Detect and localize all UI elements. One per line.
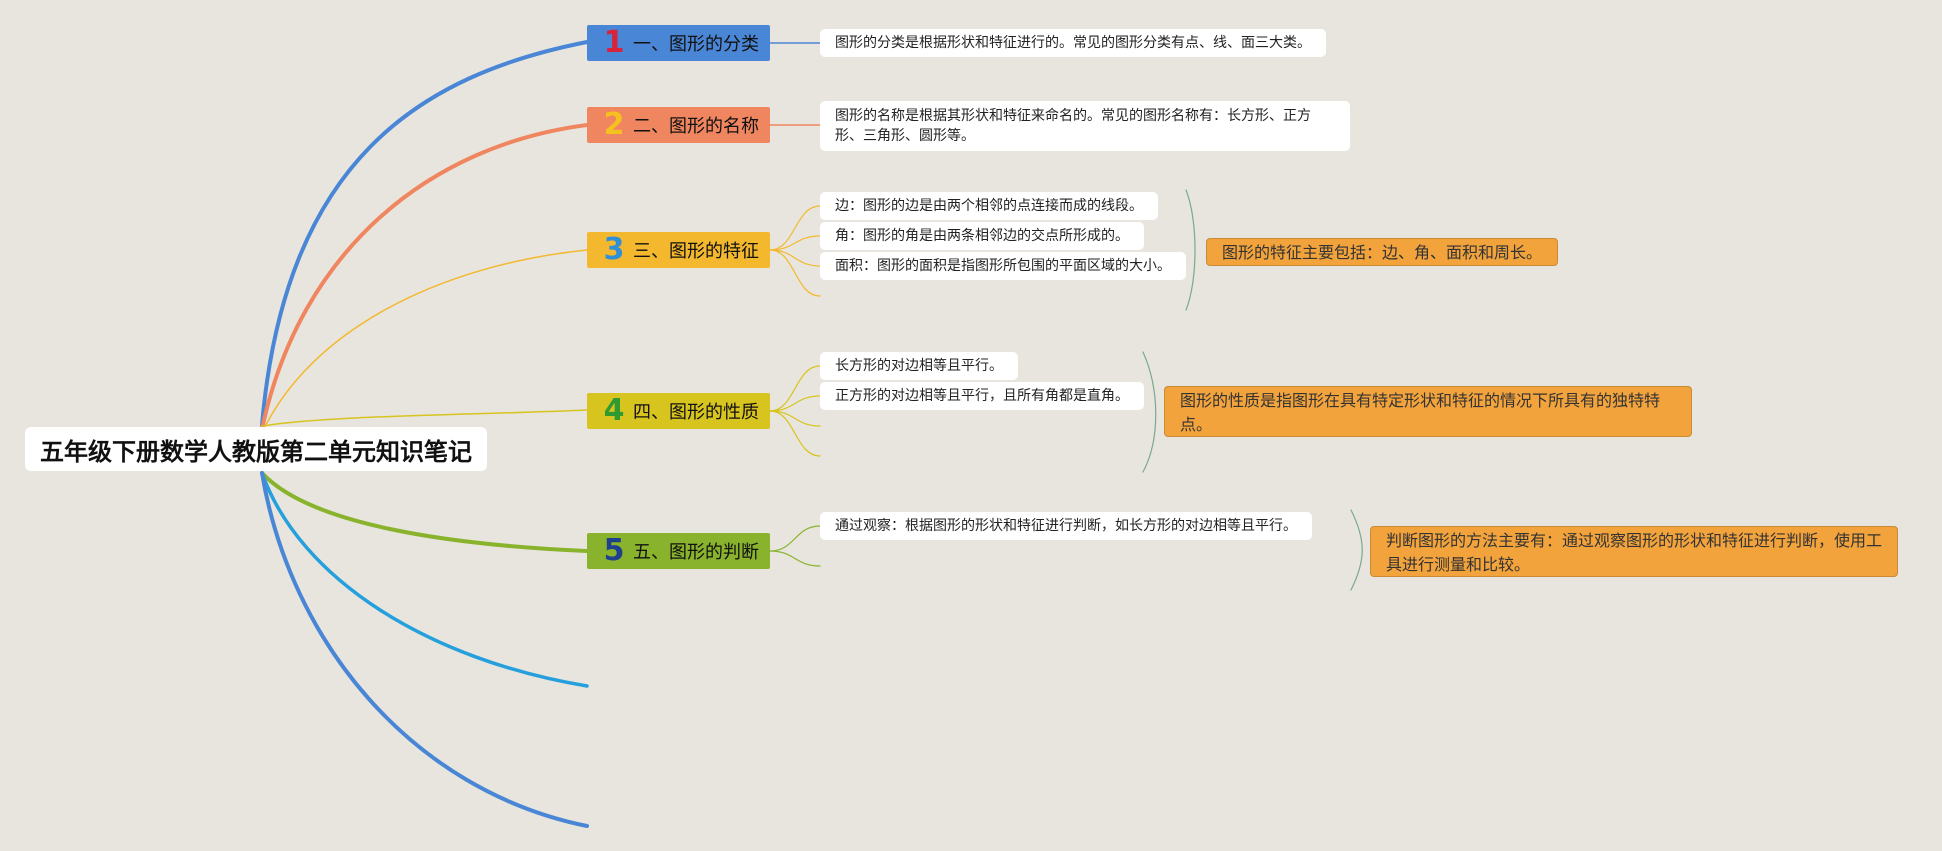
branch-line: [261, 409, 588, 427]
note-connector: [769, 249, 821, 297]
branch-line: [260, 40, 589, 427]
branch-properties[interactable]: 4 四、图形的性质: [587, 393, 770, 429]
branch-label: 一、图形的分类: [633, 34, 759, 55]
branch-judgement[interactable]: 5 五、图形的判断: [587, 533, 770, 569]
note-connector: [769, 235, 821, 251]
note-property-rectangle[interactable]: 长方形的对边相等且平行。: [820, 352, 1018, 380]
note-connector: [769, 410, 821, 427]
note-feature-area[interactable]: 面积：图形的面积是指图形所包围的平面区域的大小。: [820, 252, 1186, 280]
note-connector: [769, 395, 821, 412]
summary-judgement[interactable]: 判断图形的方法主要有：通过观察图形的形状和特征进行判断，使用工具进行测量和比较。: [1370, 526, 1898, 577]
branch-line: [260, 123, 589, 431]
summary-bracket: [1142, 351, 1157, 473]
note-feature-angle[interactable]: 角：图形的角是由两条相邻边的交点所形成的。: [820, 222, 1144, 250]
branch-number: 5: [603, 533, 625, 568]
note-connector: [769, 525, 821, 552]
summary-properties[interactable]: 图形的性质是指图形在具有特定形状和特征的情况下所具有的独特特点。: [1164, 386, 1692, 437]
note-connector: [769, 550, 821, 567]
branch-label: 二、图形的名称: [633, 116, 759, 137]
summary-bracket: [1185, 189, 1196, 311]
branch-number: 4: [603, 393, 625, 428]
note-connector: [769, 205, 821, 251]
branch-naming[interactable]: 2 二、图形的名称: [587, 107, 770, 143]
branch-label: 四、图形的性质: [633, 402, 759, 423]
summary-features[interactable]: 图形的特征主要包括：边、角、面积和周长。: [1206, 238, 1558, 266]
note-connector: [769, 410, 821, 457]
branch-number: 2: [603, 107, 625, 142]
branch-line: [260, 471, 589, 553]
note-judgement-observe[interactable]: 通过观察：根据图形的形状和特征进行判断，如长方形的对边相等且平行。: [820, 512, 1312, 540]
summary-bracket: [1350, 509, 1363, 591]
branch-line: [260, 471, 589, 828]
note-naming[interactable]: 图形的名称是根据其形状和特征来命名的。常见的图形名称有：长方形、正方形、三角形、…: [820, 101, 1350, 151]
branch-number: 1: [603, 25, 625, 60]
note-connector: [769, 249, 821, 267]
note-connector: [769, 365, 821, 412]
note-classification[interactable]: 图形的分类是根据形状和特征进行的。常见的图形分类有点、线、面三大类。: [820, 29, 1326, 57]
root-topic[interactable]: 五年级下册数学人教版第二单元知识笔记: [25, 427, 487, 471]
branch-label: 五、图形的判断: [633, 542, 759, 563]
branch-classification[interactable]: 1 一、图形的分类: [587, 25, 770, 61]
branch-label: 三、图形的特征: [633, 241, 759, 262]
note-property-square[interactable]: 正方形的对边相等且平行，且所有角都是直角。: [820, 382, 1144, 410]
branch-features[interactable]: 3 三、图形的特征: [587, 232, 770, 268]
root-title: 五年级下册数学人教版第二单元知识笔记: [40, 437, 472, 466]
branch-number: 3: [603, 232, 625, 267]
note-feature-edge[interactable]: 边：图形的边是由两个相邻的点连接而成的线段。: [820, 192, 1158, 220]
branch-line: [261, 249, 588, 434]
branch-line: [260, 471, 589, 688]
